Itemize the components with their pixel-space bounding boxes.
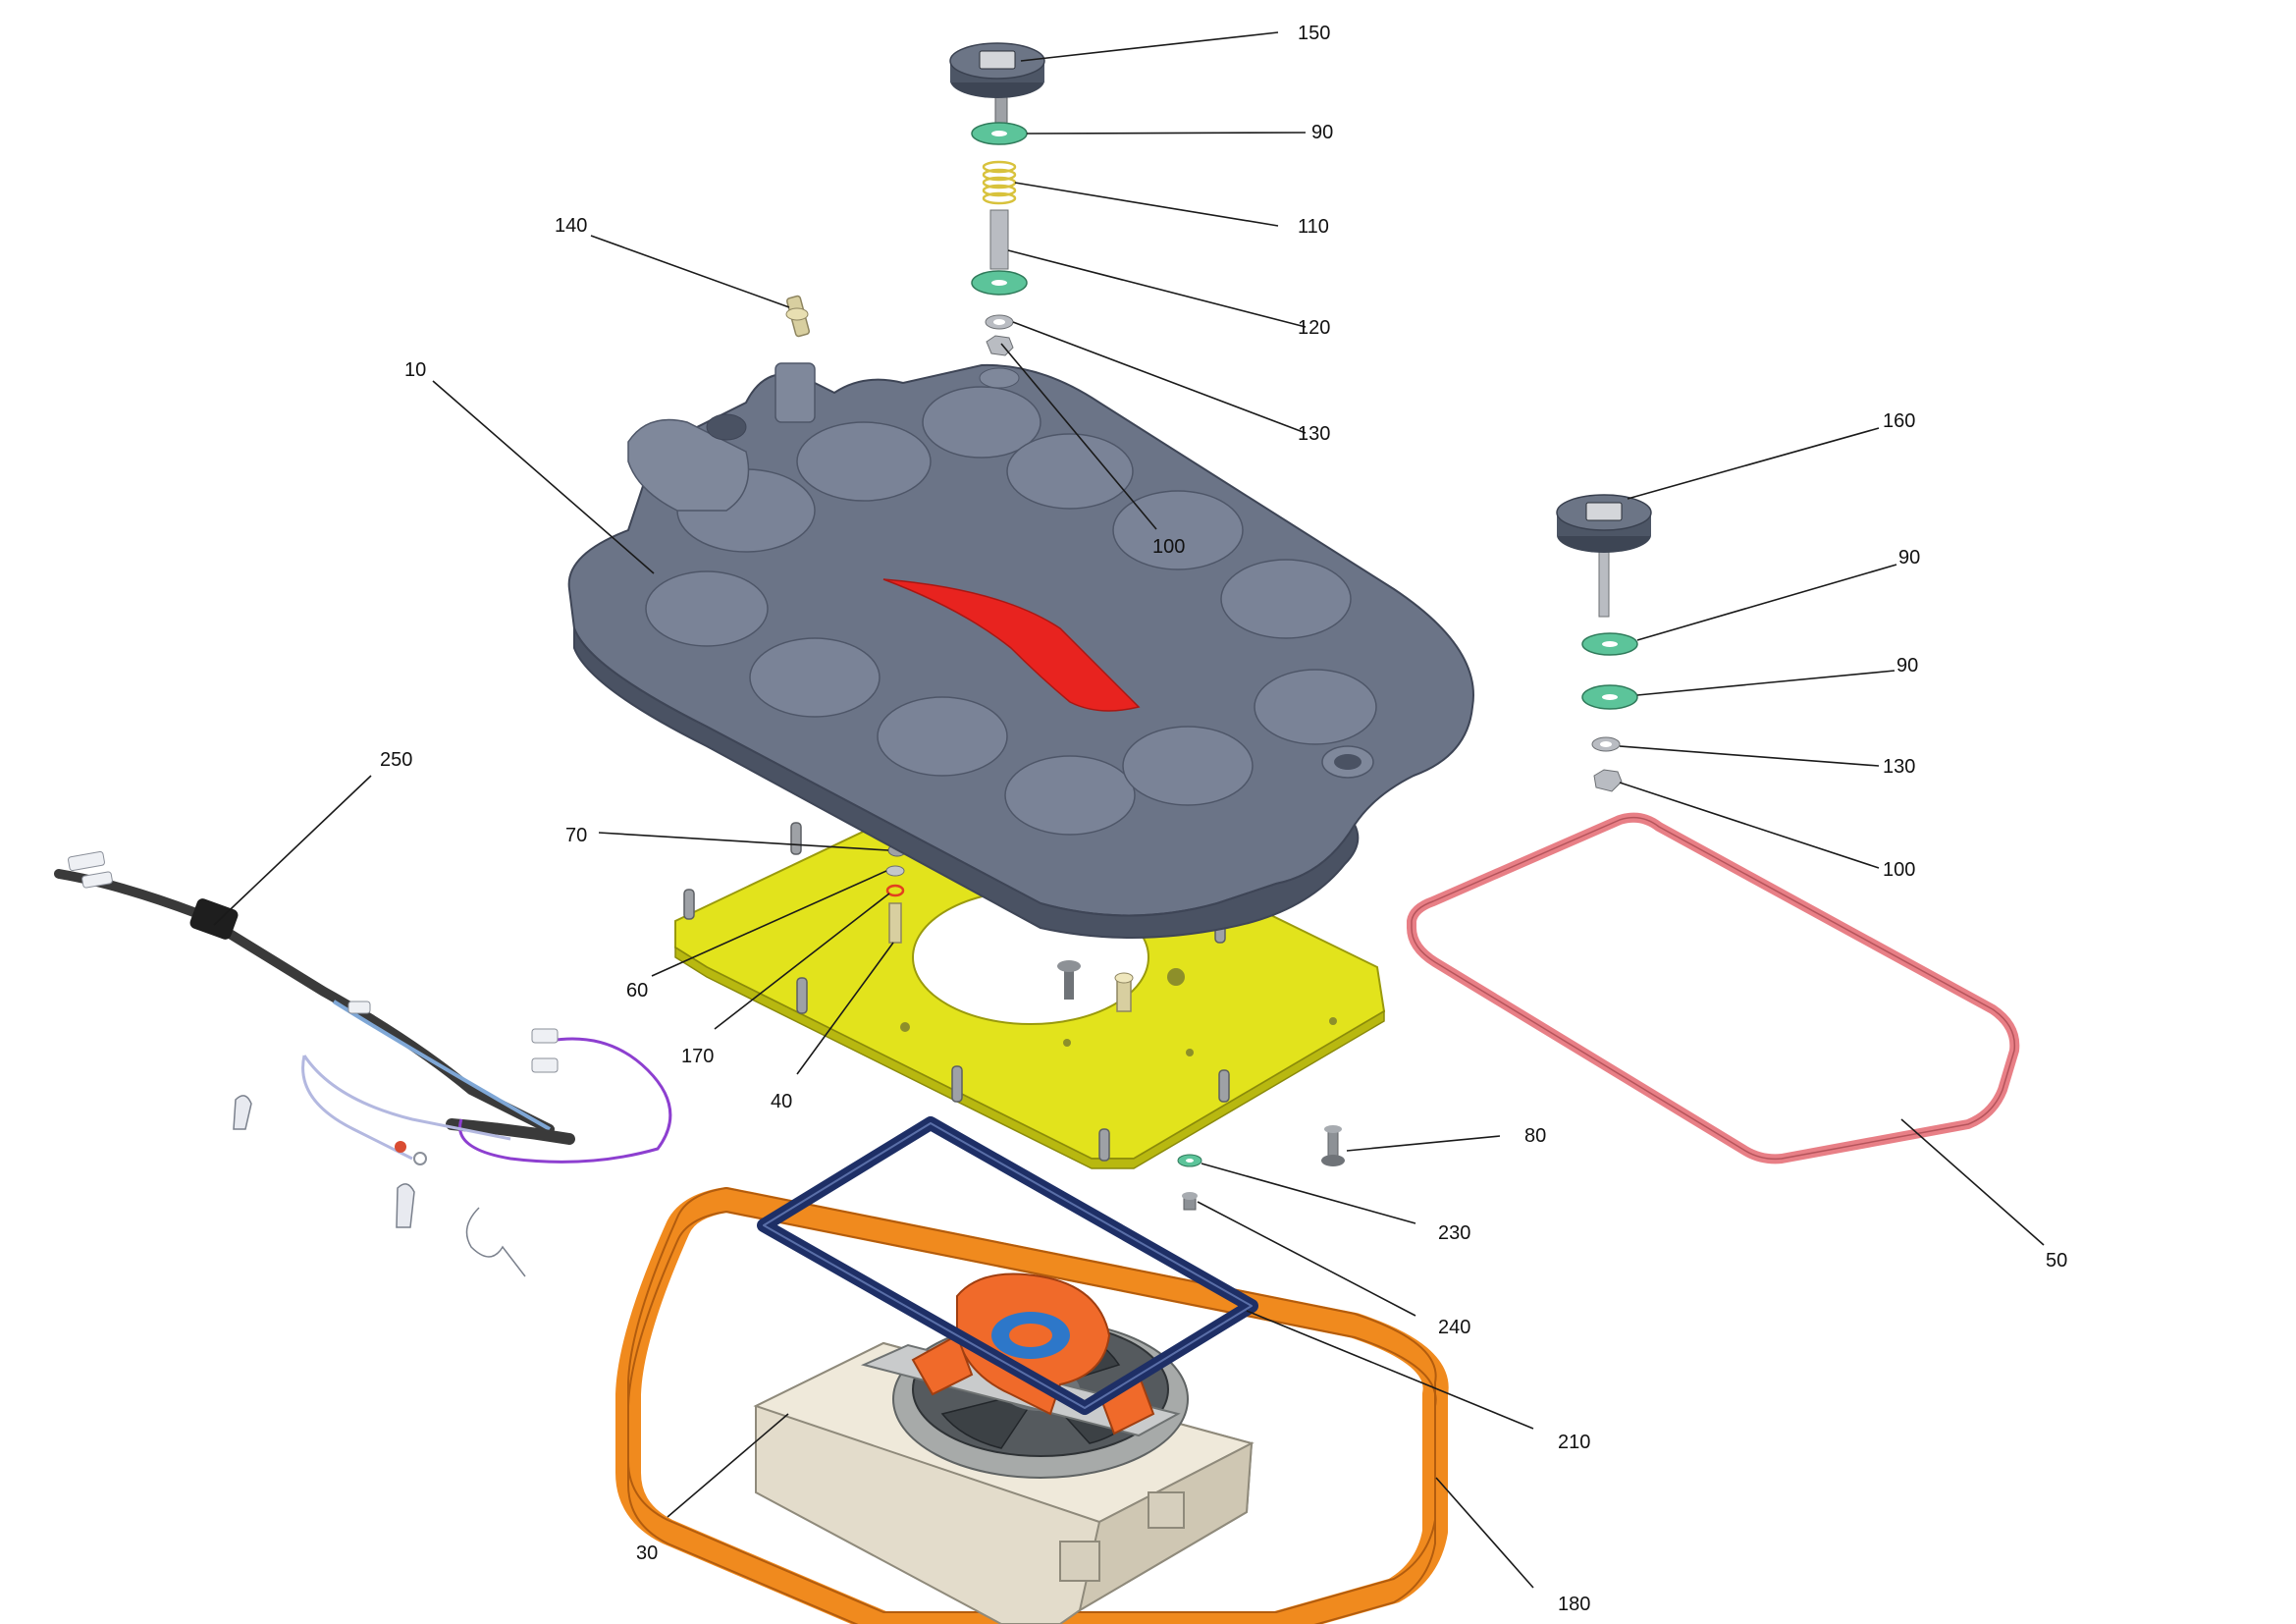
plate-center-bolt xyxy=(1057,960,1081,1000)
callout-label-50: 50 xyxy=(2046,1250,2067,1272)
tank-bumps xyxy=(645,386,1377,836)
leader-lines xyxy=(213,31,2045,1589)
callout-label-90-right-1: 90 xyxy=(1898,547,1920,568)
washer-120 xyxy=(971,270,1028,296)
tank-opening xyxy=(882,578,1141,712)
orange-gasket xyxy=(615,1187,1449,1624)
callout-label-100-tank: 100 xyxy=(1152,536,1185,558)
callout-label-90-top: 90 xyxy=(1311,122,1333,143)
o-ring-170 xyxy=(885,884,905,897)
pin-120 xyxy=(989,209,1009,270)
plate-holes xyxy=(900,968,1337,1056)
screw-80 xyxy=(1321,1125,1345,1166)
callout-label-160: 160 xyxy=(1883,410,1915,432)
bolt-240 xyxy=(1182,1192,1198,1211)
callout-label-230: 230 xyxy=(1438,1222,1470,1244)
callout-label-100-right: 100 xyxy=(1883,859,1915,881)
callout-label-210: 210 xyxy=(1558,1432,1590,1453)
cable-gland xyxy=(189,898,239,940)
callout-label-80: 80 xyxy=(1524,1125,1546,1147)
washer-90-right-1 xyxy=(1581,632,1638,656)
tank-mount-right xyxy=(1321,745,1374,779)
callout-label-40: 40 xyxy=(771,1091,792,1112)
callout-label-130-right: 130 xyxy=(1883,756,1915,778)
spring-110 xyxy=(982,160,1017,205)
washer-130-right xyxy=(1591,736,1621,752)
callout-label-250: 250 xyxy=(380,749,412,771)
nut-100-right xyxy=(1593,769,1623,792)
washer-60 xyxy=(885,865,905,877)
tank-mount-left xyxy=(627,362,816,512)
callout-label-120: 120 xyxy=(1298,317,1330,339)
callout-labels: 150 90 110 120 130 140 10 100 160 90 90 … xyxy=(380,23,2067,1615)
callout-label-140: 140 xyxy=(555,215,587,237)
navy-gasket xyxy=(757,1116,1258,1415)
right-stack xyxy=(1556,494,1652,792)
callout-label-150: 150 xyxy=(1298,23,1330,44)
callout-label-10: 10 xyxy=(404,359,426,381)
callout-label-130-top: 130 xyxy=(1298,423,1330,445)
callout-label-30: 30 xyxy=(636,1543,658,1564)
washer-90-top xyxy=(971,122,1028,145)
washer-230 xyxy=(1177,1154,1202,1167)
callout-label-240: 240 xyxy=(1438,1317,1470,1338)
knob-150 xyxy=(949,42,1045,98)
fitting-140 xyxy=(785,295,811,338)
plate-fitting xyxy=(1114,972,1134,1012)
knob-160 xyxy=(1556,494,1652,553)
callout-label-180: 180 xyxy=(1558,1594,1590,1615)
top-stack xyxy=(949,42,1045,356)
callout-label-70: 70 xyxy=(565,825,587,846)
tank xyxy=(567,362,1474,939)
tank-top-port xyxy=(979,367,1020,389)
callout-label-170: 170 xyxy=(681,1046,714,1067)
stud-40 xyxy=(888,902,902,944)
cable-assembly xyxy=(54,850,672,1165)
washer-130-top xyxy=(985,314,1014,330)
callout-label-60: 60 xyxy=(626,980,648,1001)
washer-90-right-2 xyxy=(1581,684,1638,710)
callout-label-110: 110 xyxy=(1298,216,1329,238)
callout-label-90-right-2: 90 xyxy=(1896,655,1918,677)
cable-clips xyxy=(233,1095,526,1277)
pink-seal xyxy=(1407,812,2020,1164)
